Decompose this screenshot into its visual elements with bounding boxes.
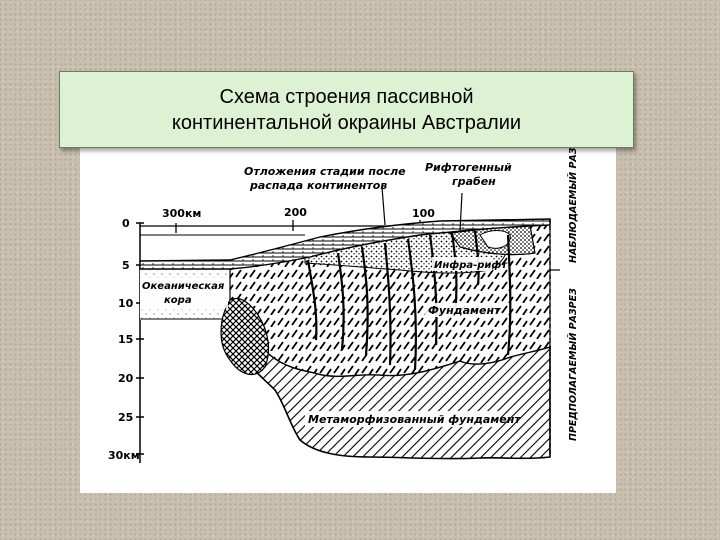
depth-tick-0: 0 [122,217,130,230]
label-observed-section: НАБЛЮДАЕМЫЙ РАЗРЕЗ [567,135,579,263]
slide-title-line2: континентальной окраины Австралии [171,111,522,134]
depth-tick-20: 20 [118,372,134,385]
label-post-breakup-line2: распада континентов [249,179,387,192]
label-rift-graben-line1: Рифтогенный [425,161,512,174]
depth-tick-5: 5 [122,259,130,272]
depth-tick-30: 30км [108,449,140,462]
transition-crust-wedge [220,297,270,376]
label-oceanic-crust-line2: кора [164,295,192,306]
depth-tick-25: 25 [118,411,133,424]
label-basement: Фундамент [428,304,501,317]
post-breakup-sediments [139,218,551,270]
diagram-figure: 0 5 10 15 20 25 30км 300км 200 100 [80,127,616,493]
distance-tick-100: 100 [412,207,435,220]
distance-tick-200: 200 [284,206,307,219]
post-breakup-leader [381,186,386,226]
depth-tick-10: 10 [118,297,134,310]
margin-cross-section: 0 5 10 15 20 25 30км 300км 200 100 [108,127,579,463]
label-rift-graben-line2: грабен [452,175,496,188]
slide-title-box: Схема строения пассивной континентальной… [59,71,634,148]
depth-tick-15: 15 [118,333,133,346]
label-metamorphosed-basement: Метаморфизованный фундамент [308,413,521,426]
label-infra-rift: Инфра-рифт [434,259,508,271]
label-assumed-section: ПРЕДПОЛАГАЕМЫЙ РАЗРЕЗ [567,288,579,441]
rift-graben-fill [479,230,511,249]
distance-tick-300: 300км [162,207,201,220]
label-oceanic-crust-line1: Океаническая [142,281,225,292]
slide-title-line1: Схема строения пассивной [219,85,474,108]
rift-graben-leader [459,192,463,232]
label-post-breakup-line1: Отложения стадии после [244,165,406,178]
